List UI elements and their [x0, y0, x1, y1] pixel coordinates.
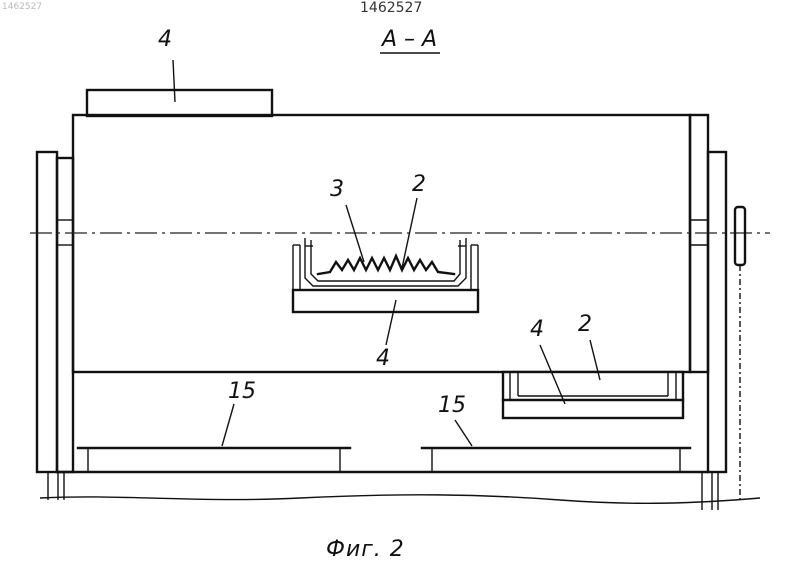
header-number: 1462527	[360, 0, 422, 16]
top-block	[87, 90, 272, 116]
document-number: 1462527	[2, 2, 42, 12]
label-right-tray-4: 4	[530, 317, 544, 342]
section-label-text: A – A	[380, 27, 437, 52]
label-support-right: 15	[438, 393, 466, 418]
section-label: A – A	[380, 27, 440, 53]
label-top-block: 4	[158, 27, 172, 52]
label-right-tray-2: 2	[578, 312, 592, 337]
support-left	[78, 448, 350, 472]
figure-caption: Фиг. 2	[326, 537, 405, 562]
leader-heater-2	[402, 198, 417, 268]
label-heater-2: 2	[412, 172, 426, 197]
label-tray-4: 4	[376, 346, 390, 371]
ground-line	[40, 495, 760, 504]
leader-support-left	[222, 404, 234, 446]
support-right	[422, 448, 690, 472]
right-column	[690, 115, 726, 510]
side-handle	[735, 207, 745, 500]
label-support-left: 15	[228, 379, 256, 404]
center-tray	[293, 238, 478, 312]
label-heater-3: 3	[330, 177, 344, 202]
right-tray	[503, 372, 683, 418]
left-column	[37, 152, 73, 500]
leader-support-right	[455, 420, 472, 446]
chamber-body	[73, 115, 690, 372]
